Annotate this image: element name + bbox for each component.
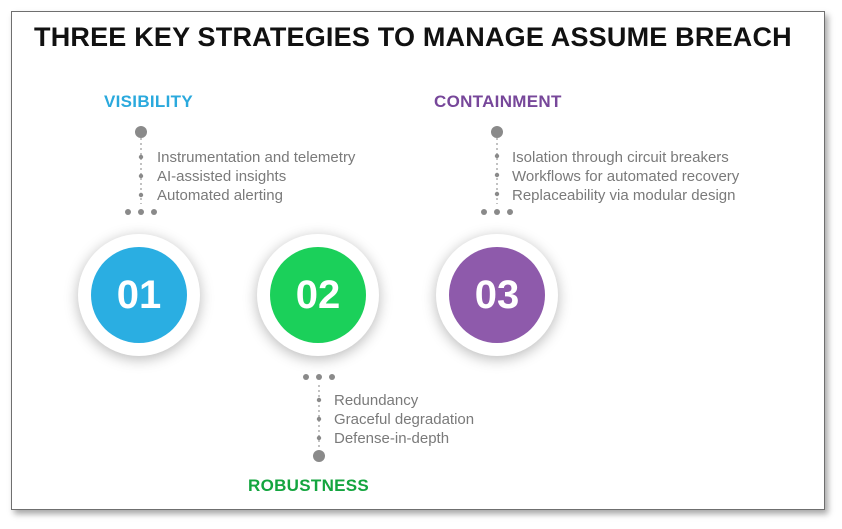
- list-item: Workflows for automated recovery: [512, 168, 740, 185]
- bullet-dot: [138, 173, 144, 179]
- bullet-dot: [494, 172, 500, 178]
- list-item: Defense-in-depth: [334, 430, 450, 447]
- containment-connector: [481, 126, 513, 215]
- number-badge: 03: [449, 247, 545, 343]
- visibility-items: Instrumentation and telemetry AI-assiste…: [157, 148, 355, 205]
- list-item: AI-assisted insights: [157, 168, 287, 185]
- bullet-dot: [494, 191, 500, 197]
- heading-containment: CONTAINMENT: [434, 92, 562, 111]
- containment-items: Isolation through circuit breakers Workf…: [512, 148, 739, 205]
- end-dot: [138, 209, 144, 215]
- list-item: Instrumentation and telemetry: [157, 149, 356, 166]
- bullet-dot: [316, 397, 322, 403]
- list-item: Replaceability via modular design: [512, 187, 736, 204]
- connector-start-dot: [491, 126, 503, 138]
- bullet-dot: [494, 153, 500, 159]
- list-item: Automated alerting: [157, 187, 283, 204]
- strategy-circle-01: 01: [78, 234, 200, 356]
- page-title: THREE KEY STRATEGIES TO MANAGE ASSUME BR…: [34, 22, 792, 52]
- connector-end-dot: [313, 450, 325, 462]
- list-item: Isolation through circuit breakers: [512, 149, 729, 166]
- number-badge: 01: [91, 247, 187, 343]
- strategy-circle-03: 03: [436, 234, 558, 356]
- list-item: Redundancy: [334, 392, 419, 409]
- end-dot: [316, 374, 322, 380]
- robustness-items: Redundancy Graceful degradation Defense-…: [334, 391, 474, 448]
- end-dot: [481, 209, 487, 215]
- bullet-dot: [316, 416, 322, 422]
- end-dot: [494, 209, 500, 215]
- heading-robustness: ROBUSTNESS: [248, 476, 370, 495]
- bullet-dot: [138, 154, 144, 160]
- end-dot: [329, 374, 335, 380]
- end-dot: [151, 209, 157, 215]
- strategy-circle-02: 02: [257, 234, 379, 356]
- connector-start-dot: [135, 126, 147, 138]
- end-dot: [125, 209, 131, 215]
- bullet-dot: [138, 192, 144, 198]
- number-badge: 02: [270, 247, 366, 343]
- heading-visibility: VISIBILITY: [104, 92, 193, 111]
- visibility-connector: [125, 126, 157, 215]
- robustness-connector: [303, 374, 335, 462]
- end-dot: [507, 209, 513, 215]
- end-dot: [303, 374, 309, 380]
- bullet-dot: [316, 435, 322, 441]
- list-item: Graceful degradation: [334, 411, 475, 428]
